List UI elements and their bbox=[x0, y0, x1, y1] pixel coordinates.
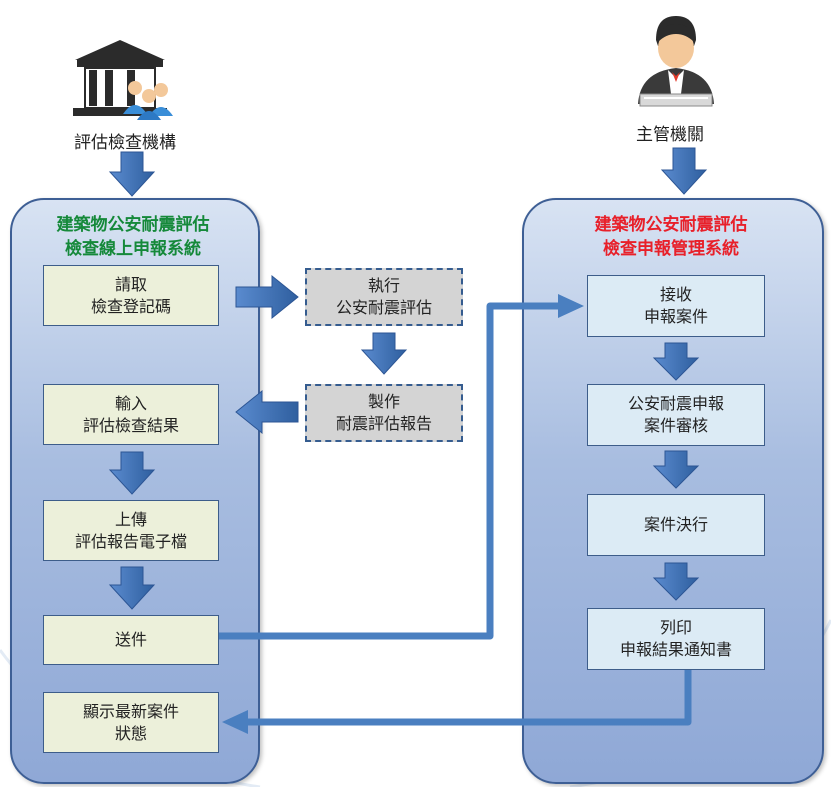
step-line: 案件決行 bbox=[643, 515, 708, 534]
step-case-review: 公安耐震申報案件審核 bbox=[587, 384, 765, 446]
step-line: 送件 bbox=[114, 630, 147, 649]
step-input-results: 輸入評估檢查結果 bbox=[43, 384, 219, 445]
step-request-registration-code: 請取檢查登記碼 bbox=[43, 265, 219, 326]
step-submit: 送件 bbox=[43, 615, 219, 665]
right-panel-title-line1: 建築物公安耐震評估 bbox=[594, 215, 748, 235]
step-line: 上傳 bbox=[114, 509, 147, 529]
step-line: 評估檢查結果 bbox=[82, 415, 179, 435]
step-upload-report: 上傳評估報告電子檔 bbox=[43, 500, 219, 561]
step-receive-case: 接收申報案件 bbox=[587, 275, 765, 337]
left-panel-title-line1: 建築物公安耐震評估 bbox=[56, 215, 210, 235]
step-line: 列印 bbox=[659, 618, 692, 637]
step-line: 請取 bbox=[114, 274, 147, 294]
left-panel-title-line2: 檢查線上申報系統 bbox=[65, 239, 201, 259]
institution-label: 評估檢查機構 bbox=[74, 133, 176, 153]
arrow-down-middle bbox=[360, 332, 408, 375]
step-line: 申報案件 bbox=[643, 307, 708, 326]
right-panel-title: 建築物公安耐震評估 檢查申報管理系統 bbox=[522, 213, 820, 261]
arrow-down-right-2 bbox=[652, 450, 700, 489]
step-case-decision: 案件決行 bbox=[587, 494, 765, 556]
arrow-left-to-input bbox=[235, 389, 299, 435]
connector-notice-to-status bbox=[222, 670, 692, 734]
arrow-down-left-2 bbox=[108, 566, 156, 610]
step-show-case-status: 顯示最新案件狀態 bbox=[43, 692, 219, 753]
arrow-down-right-1 bbox=[652, 342, 700, 381]
step-line: 顯示最新案件 bbox=[82, 701, 179, 721]
step-line: 耐震評估報告 bbox=[335, 414, 432, 433]
official-label: 主管機關 bbox=[636, 125, 704, 145]
step-line: 公安耐震申報 bbox=[627, 394, 724, 413]
arrow-down-official bbox=[660, 147, 708, 195]
step-line: 輸入 bbox=[114, 393, 147, 413]
step-line: 製作 bbox=[367, 392, 400, 411]
connector-submit-to-receive bbox=[219, 294, 584, 640]
arrow-right-to-assessment bbox=[235, 274, 299, 320]
step-line: 公安耐震評估 bbox=[335, 298, 432, 317]
step-produce-report: 製作耐震評估報告 bbox=[305, 384, 463, 442]
arrow-down-left-1 bbox=[108, 451, 156, 495]
step-perform-assessment: 執行公安耐震評估 bbox=[305, 268, 463, 326]
official-person-icon bbox=[638, 16, 714, 107]
step-line: 案件審核 bbox=[643, 416, 708, 435]
step-line: 接收 bbox=[659, 285, 692, 304]
arrow-down-right-3 bbox=[652, 562, 700, 601]
institution-icon bbox=[73, 40, 173, 120]
step-line: 執行 bbox=[367, 276, 400, 295]
right-panel-title-line2: 檢查申報管理系統 bbox=[603, 239, 739, 259]
left-panel-title: 建築物公安耐震評估 檢查線上申報系統 bbox=[10, 213, 256, 261]
step-line: 狀態 bbox=[114, 723, 147, 743]
step-line: 檢查登記碼 bbox=[90, 296, 171, 316]
step-line: 申報結果通知書 bbox=[619, 640, 732, 659]
step-line: 評估報告電子檔 bbox=[74, 531, 187, 551]
step-print-notice: 列印申報結果通知書 bbox=[587, 608, 765, 670]
arrow-down-institution bbox=[108, 151, 156, 197]
